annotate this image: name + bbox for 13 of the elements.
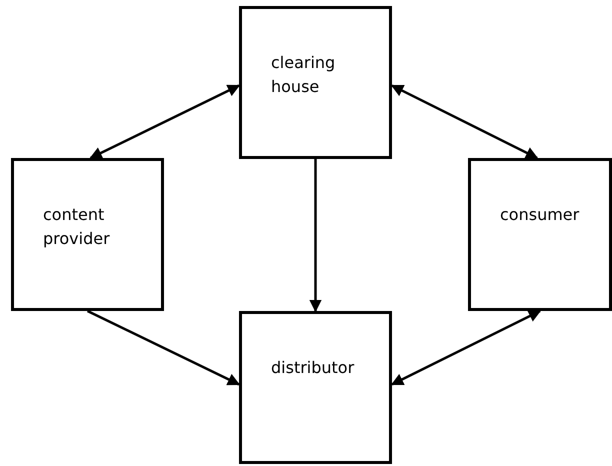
- process-box: [239, 311, 392, 464]
- process-box: [239, 6, 392, 159]
- arrow: [390, 84, 538, 160]
- box-label: content provider: [43, 204, 111, 250]
- process-box: [468, 158, 612, 311]
- arrow: [89, 84, 240, 160]
- box-label: consumer: [500, 204, 580, 226]
- arrow: [309, 159, 322, 312]
- process-box: [11, 158, 164, 311]
- arrow: [390, 310, 542, 386]
- arrow: [86, 310, 240, 386]
- box-label: distributor: [271, 357, 356, 379]
- box-label: clearing house: [271, 52, 336, 98]
